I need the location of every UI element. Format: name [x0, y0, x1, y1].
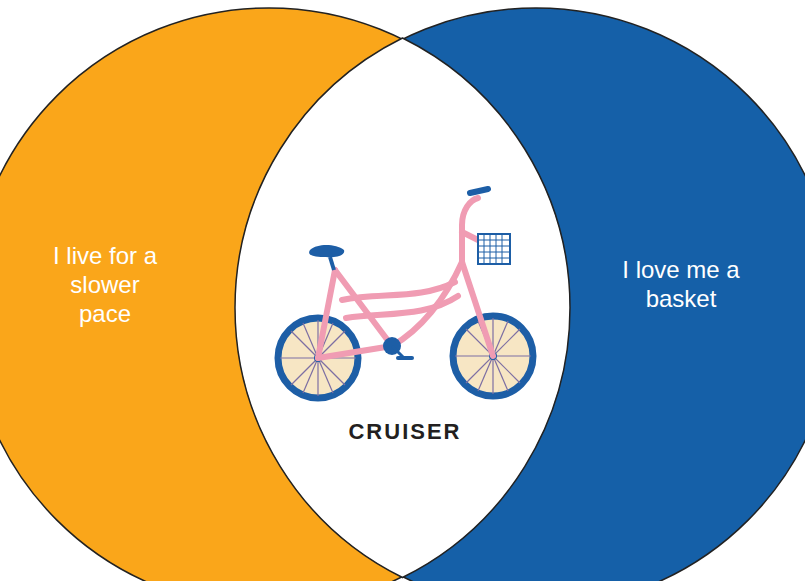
circle-label: I love me a basket [617, 256, 745, 314]
lens-outline [235, 38, 570, 578]
venn-overlap: CRUISER [235, 38, 570, 578]
overlap-label: CRUISER [305, 419, 505, 445]
circle-shape [236, 8, 805, 581]
circle-label: I live for a slower pace [46, 242, 164, 328]
